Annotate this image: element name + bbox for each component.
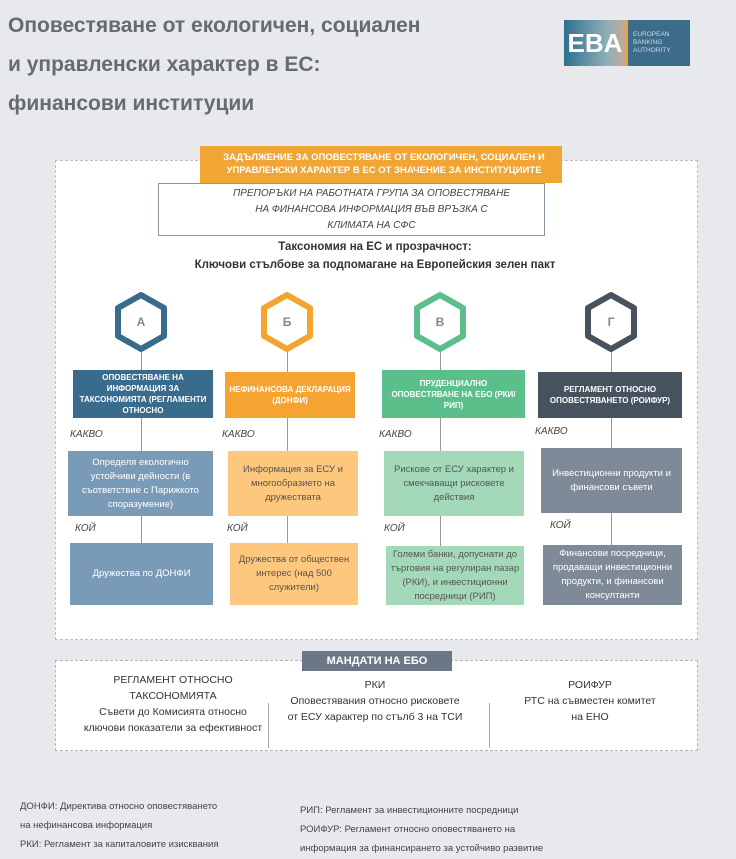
pillar-who-sfdr: Финансови посредници, продаващи инвестиц… [543, 545, 682, 605]
what-label: КАКВО [535, 426, 568, 437]
pillar-letter: А [136, 315, 146, 329]
pillar-header-nfrd: НЕФИНАНСОВА ДЕКЛАРАЦИЯ (ДОНФИ) [225, 372, 355, 418]
pillar-header-sfdr: РЕГЛАМЕНТ ОТНОСНО ОПОВЕСТЯВАНЕТО (РОИФУР… [538, 372, 682, 418]
page-title: Оповестяване от екологичен, социален и у… [8, 6, 420, 123]
footnote: ДОНФИ: Директива относно оповестяването [20, 801, 218, 812]
logo-text: EUROPEAN [633, 31, 670, 38]
what-label: КАКВО [222, 429, 255, 440]
footnotes-right: РИП: Регламент за инвестиционните посред… [300, 801, 543, 858]
pillar-letter: Г [607, 315, 615, 329]
who-label: КОЙ [227, 523, 248, 534]
who-label: КОЙ [75, 523, 96, 534]
footnote: РОИФУР: Регламент относно оповестяването… [300, 824, 516, 835]
divider [268, 703, 269, 748]
rec-line: КЛИМАТА НА СФС [327, 220, 416, 231]
obligation-banner: ЗАДЪЛЖЕНИЕ ЗА ОПОВЕСТЯВАНЕ ОТ ЕКОЛОГИЧЕН… [200, 146, 562, 183]
mandate-head: РКИ [364, 679, 386, 691]
pillar-who-eba: Големи банки, допуснати до търговия на р… [386, 546, 524, 605]
hexagon-icon: В [410, 290, 470, 354]
mandate-taxonomy: РЕГЛАМЕНТ ОТНОСНО ТАКСОНОМИЯТА Съвети до … [78, 672, 268, 736]
footnote: РКИ: Регламент за капиталовите изисквани… [20, 839, 219, 850]
hexagon-icon: Б [257, 290, 317, 354]
pillar-header-taxonomy: ОПОВЕСТЯВАНЕ НА ИНФОРМАЦИЯ ЗА ТАКСОНОМИЯ… [73, 370, 213, 418]
hexagon-icon: А [111, 290, 171, 354]
logo-text: AUTHORITY [633, 47, 671, 54]
taxonomy-heading: Таксономия на ЕС и прозрачност: Ключови … [120, 238, 630, 274]
connector-line [611, 350, 612, 545]
pillar-what-sfdr: Инвестиционни продукти и финансови съвет… [541, 448, 682, 513]
mandate-sfdr: РОИФУР РТС на съвместен комитет на ЕНО [520, 677, 660, 725]
pillar-what-taxonomy: Определя екологично устойчиви дейности (… [68, 451, 213, 516]
title-line: Оповестяване от екологичен, социален [8, 14, 421, 37]
rec-line: ПРЕПОРЪКИ НА РАБОТНАТА ГРУПА ЗА ОПОВЕСТЯ… [233, 188, 510, 199]
what-label: КАКВО [70, 429, 103, 440]
pillar-letter: В [435, 315, 445, 329]
pillar-who-nfrd: Дружества от обществен интерес (над 500 … [230, 543, 358, 605]
title-line: финансови институции [8, 92, 255, 115]
footnote: РИП: Регламент за инвестиционните посред… [300, 805, 519, 816]
title-line: и управленски характер в ЕС: [8, 53, 321, 76]
logo-abbr: EBA [564, 20, 628, 66]
heading-line: Таксономия на ЕС и прозрачност: [278, 241, 472, 253]
what-label: КАКВО [379, 429, 412, 440]
who-label: КОЙ [550, 520, 571, 531]
logo-text: BANKING [633, 39, 663, 46]
divider [489, 703, 490, 748]
footnote: информация за финансирането за устойчиво… [300, 843, 544, 854]
recommendations-box: ПРЕПОРЪКИ НА РАБОТНАТА ГРУПА ЗА ОПОВЕСТЯ… [158, 183, 545, 236]
mandate-body: Оповестявания относно рисковете от ЕСУ х… [287, 695, 463, 723]
pillar-what-eba: Рискове от ЕСУ характер и смекчаващи рис… [384, 451, 524, 516]
connector-line [141, 350, 142, 543]
pillar-header-eba: ПРУДЕНЦИАЛНО ОПОВЕСТЯВАНЕ НА ЕБО (РКИ/РИ… [382, 370, 525, 418]
mandates-title: МАНДАТИ НА ЕБО [302, 651, 452, 671]
pillar-what-nfrd: Информация за ЕСУ и многообразието на др… [228, 451, 358, 516]
pillar-letter: Б [282, 315, 292, 329]
who-label: КОЙ [384, 523, 405, 534]
mandate-head: РОИФУР [568, 679, 612, 691]
mandate-body: Съвети до Комисията относно ключови пока… [83, 706, 263, 734]
mandate-body: РТС на съвместен комитет на ЕНО [524, 695, 656, 723]
eba-mandates-box [55, 660, 698, 751]
mandate-head: РЕГЛАМЕНТ ОТНОСНО ТАКСОНОМИЯТА [113, 674, 233, 702]
mandate-crr: РКИ Оповестявания относно рисковете от ЕС… [285, 677, 465, 725]
connector-line [287, 350, 288, 543]
hexagon-icon: Г [581, 290, 641, 354]
heading-line: Ключови стълбове за подпомагане на Европ… [194, 259, 556, 271]
pillar-who-taxonomy: Дружества по ДОНФИ [70, 543, 213, 605]
rec-line: НА ФИНАНСОВА ИНФОРМАЦИЯ ВЪВ ВРЪЗКА С [255, 204, 488, 215]
footnote: на нефинансова информация [20, 820, 153, 831]
footnotes-left: ДОНФИ: Директива относно оповестяването … [20, 797, 218, 854]
connector-line [440, 350, 441, 546]
